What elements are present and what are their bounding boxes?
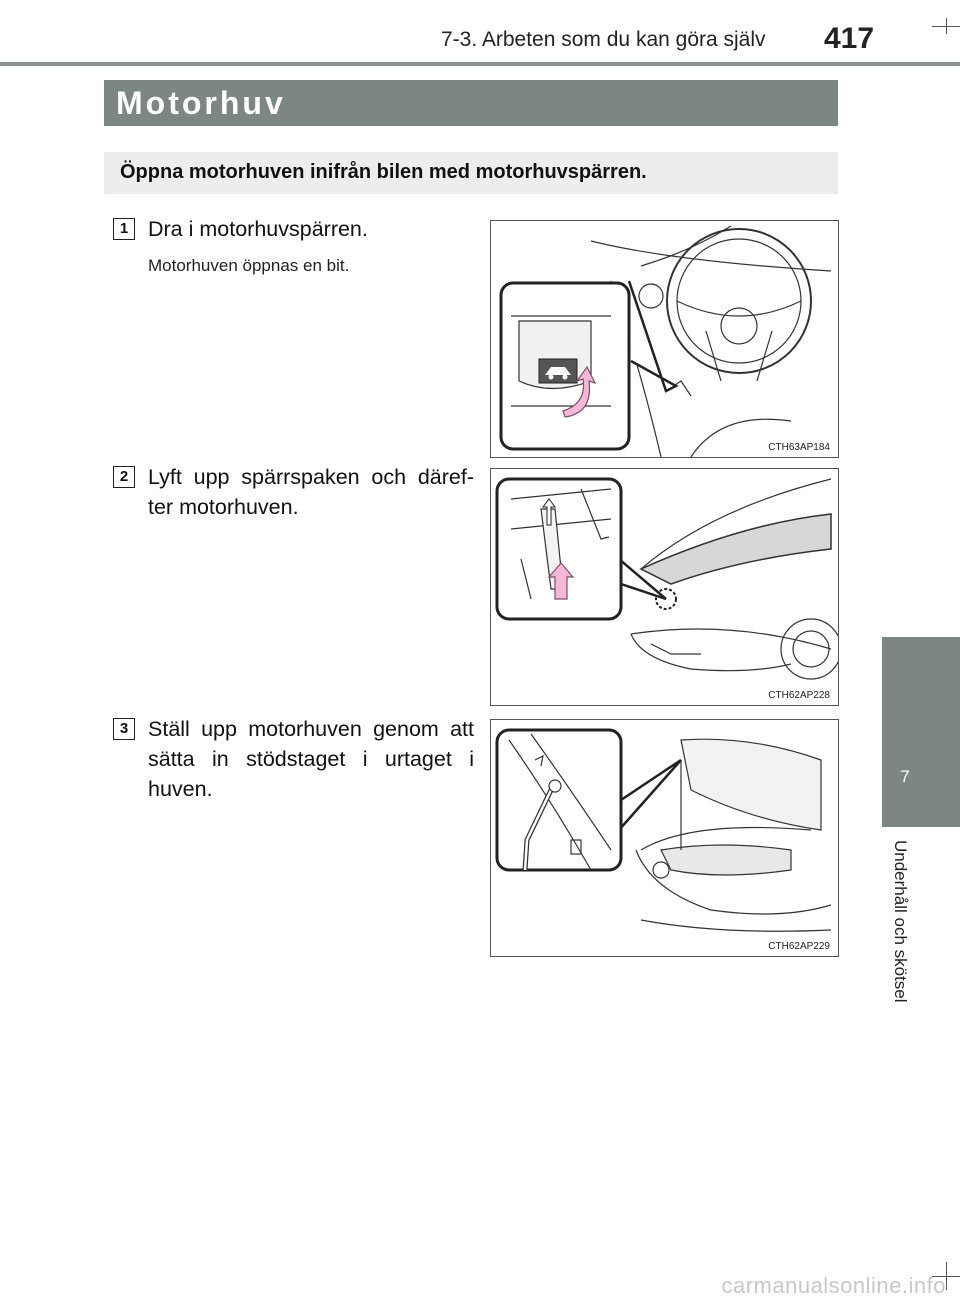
step-1-text: Dra i motorhuvspärren.	[148, 217, 368, 241]
step-1-subtext: Motorhuven öppnas en bit.	[148, 256, 350, 275]
step-3-number: 3	[113, 718, 135, 740]
chapter-title-container: Underhåll och skötsel	[880, 840, 920, 1040]
title-bar: Motorhuv	[104, 80, 838, 126]
step-1-figure-code: CTH63AP184	[766, 442, 832, 453]
page-title: Motorhuv	[116, 85, 286, 121]
intro-box: Öppna motorhuven inifrån bilen med motor…	[104, 152, 838, 194]
step-2-text: Lyft upp spärrspaken och däref-ter motor…	[148, 465, 474, 519]
watermark: carmanualsonline.info	[721, 1273, 946, 1298]
section-header: 7-3. Arbeten som du kan göra själv	[441, 28, 766, 51]
step-3-text: Ställ upp motorhuven genom att sätta in …	[148, 717, 474, 801]
step-1-number: 1	[113, 218, 135, 240]
step-3-figure: CTH62AP229	[490, 719, 839, 957]
chapter-tab: 7	[882, 637, 960, 827]
step-3-figure-code: CTH62AP229	[766, 941, 832, 952]
step-1-figure: CTH63AP184	[490, 220, 839, 458]
intro-text: Öppna motorhuven inifrån bilen med motor…	[120, 161, 647, 183]
support-rod-illustration	[495, 728, 832, 932]
chapter-title: Underhåll och skötsel	[891, 840, 910, 1003]
hood-release-illustration	[499, 225, 832, 457]
chapter-number: 7	[900, 767, 910, 786]
step-2-figure-code: CTH62AP228	[766, 690, 832, 701]
step-2-figure: CTH62AP228	[490, 468, 839, 706]
step-2-number: 2	[113, 466, 135, 488]
page-number: 417	[824, 22, 875, 55]
header-rule	[0, 62, 960, 66]
lever-illustration	[495, 477, 838, 680]
